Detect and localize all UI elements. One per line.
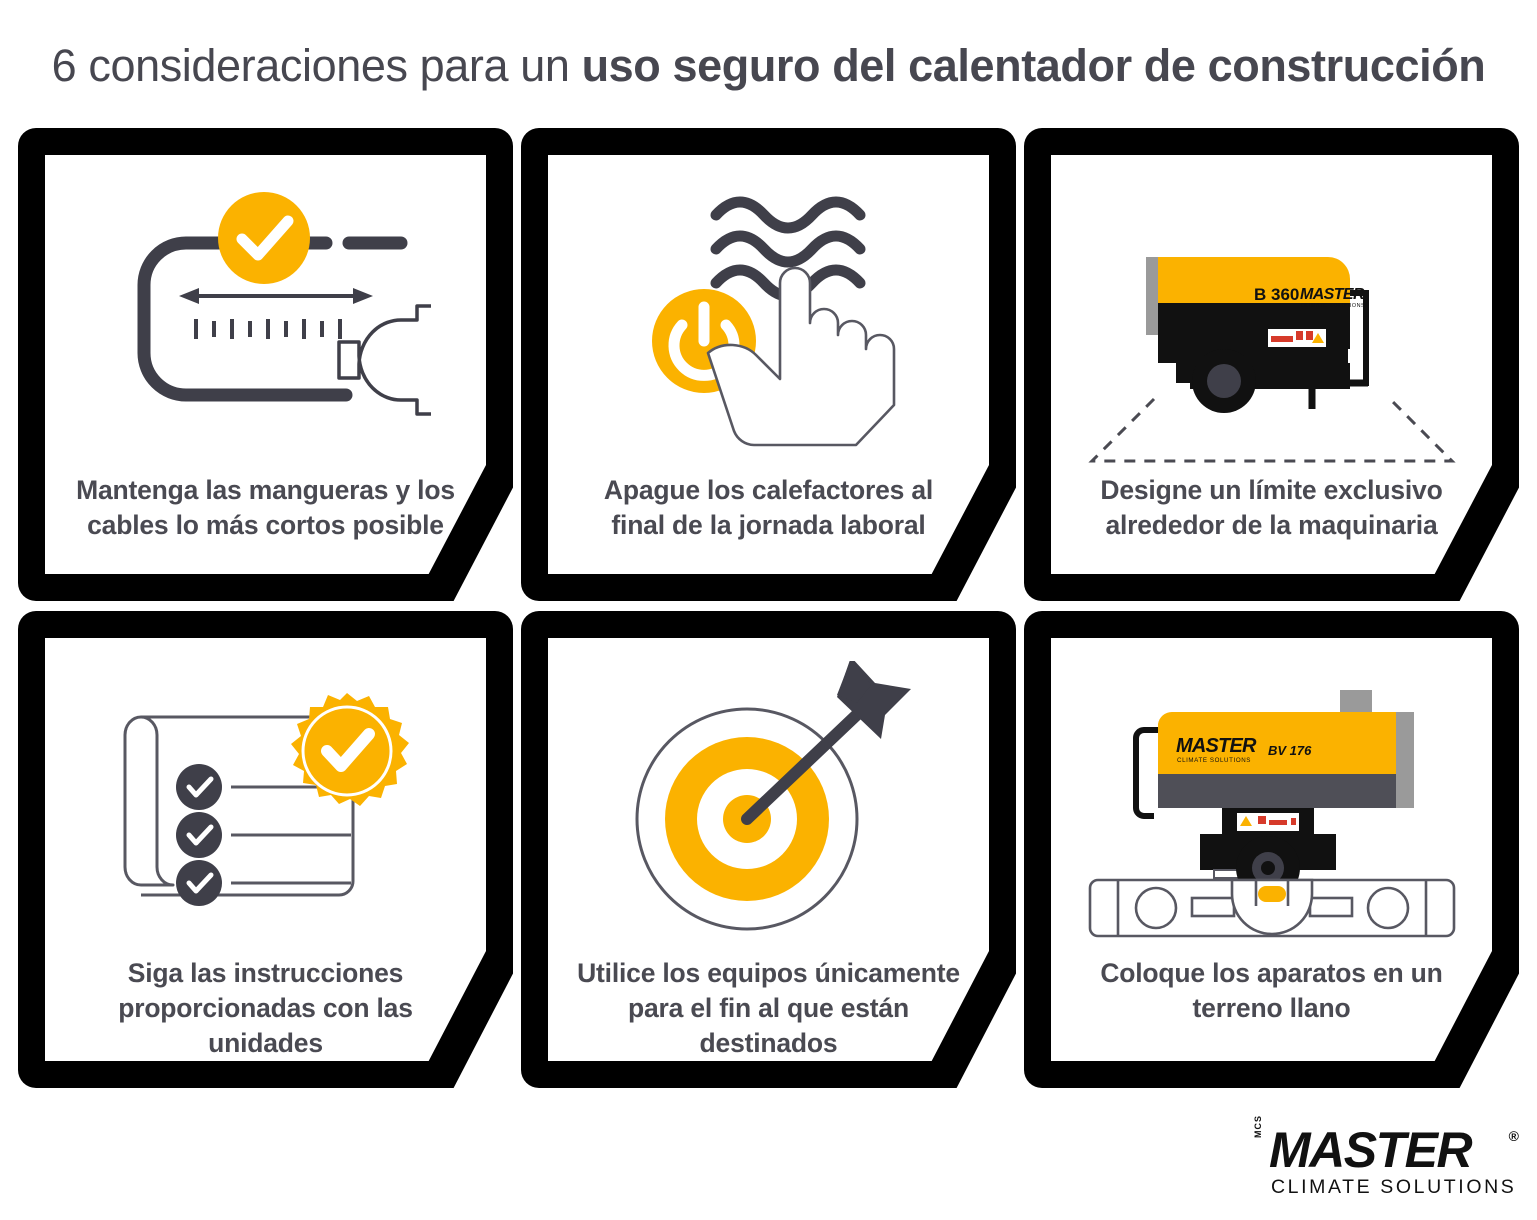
- card-caption: Utilice los equipos únicamente para el f…: [577, 958, 960, 1058]
- instruction-checklist-document-icon: [45, 638, 486, 956]
- starburst-check-seal: [290, 693, 409, 806]
- page-title-bold: uso seguro del calentador de construcció…: [581, 40, 1486, 91]
- heater-brand-mark: MASTER CLIMATE SOLUTIONS: [1300, 286, 1366, 309]
- card-caption: Apague los calefactores al final de la j…: [603, 475, 934, 540]
- card-inner: Siga las instrucciones proporcionadas co…: [45, 638, 486, 1061]
- card-inner: Utilice los equipos únicamente para el f…: [548, 638, 989, 1061]
- master-climate-solutions-logo: MCS MASTER ® CLIMATE SOLUTIONS: [1249, 1115, 1519, 1202]
- card-turn-off-heaters: Apague los calefactores al final de la j…: [521, 128, 1016, 601]
- control-panel: [1234, 811, 1301, 833]
- svg-text:MASTER: MASTER: [1176, 735, 1257, 757]
- corner-wedge: [1467, 1032, 1513, 1088]
- logo-prefix: MCS: [1253, 1115, 1263, 1138]
- card-caption: Coloque los aparatos en un terreno llano: [1100, 958, 1443, 1023]
- spirit-level: [1088, 878, 1455, 938]
- card-caption: Siga las instrucciones proporcionadas co…: [118, 958, 413, 1058]
- corner-wedge: [1467, 545, 1513, 601]
- card-keep-cables-short: Mantenga las mangueras y los cables lo m…: [18, 128, 513, 601]
- svg-text:CLIMATE SOLUTIONS: CLIMATE SOLUTIONS: [1177, 757, 1251, 764]
- corner-wedge: [964, 1032, 1010, 1088]
- registered-mark-icon: ®: [1508, 1128, 1519, 1144]
- heater-brand-mark: MASTER CLIMATE SOLUTIONS: [1176, 735, 1258, 764]
- card-inner: B 360 MASTER CLIMATE SOLUTIONS: [1051, 155, 1492, 574]
- svg-text:MASTER: MASTER: [1300, 286, 1365, 303]
- target-with-arrow-icon: [548, 638, 989, 956]
- corner-wedge: [461, 1032, 507, 1088]
- heater-on-spirit-level-icon: MASTER CLIMATE SOLUTIONS BV 176: [1051, 638, 1492, 956]
- heater-with-safety-perimeter-icon: B 360 MASTER CLIMATE SOLUTIONS: [1051, 155, 1492, 473]
- level-bubble: [1257, 886, 1286, 902]
- corner-wedge: [461, 545, 507, 601]
- card-use-as-intended: Utilice los equipos únicamente para el f…: [521, 611, 1016, 1088]
- card-inner: Apague los calefactores al final de la j…: [548, 155, 989, 574]
- cards-grid: Mantenga las mangueras y los cables lo m…: [18, 128, 1519, 1088]
- hand-pressing-power-button-icon: [548, 155, 989, 473]
- heater-model-label: B 360: [1254, 285, 1299, 304]
- svg-text:CLIMATE SOLUTIONS: CLIMATE SOLUTIONS: [1301, 303, 1365, 309]
- check-circle-badge: [217, 192, 310, 284]
- corner-wedge: [964, 545, 1010, 601]
- heater-model-label: BV 176: [1268, 743, 1312, 758]
- control-panel: [1263, 325, 1330, 351]
- card-follow-instructions: Siga las instrucciones proporcionadas co…: [18, 611, 513, 1088]
- card-designate-perimeter: B 360 MASTER CLIMATE SOLUTIONS: [1024, 128, 1519, 601]
- page-title: 6 consideraciones para un uso seguro del…: [0, 38, 1537, 94]
- page-title-light: 6 consideraciones para un: [51, 40, 582, 91]
- power-cord-plug-icon: [45, 155, 486, 473]
- card-inner: MASTER CLIMATE SOLUTIONS BV 176: [1051, 638, 1492, 1061]
- card-place-on-level-ground: MASTER CLIMATE SOLUTIONS BV 176: [1024, 611, 1519, 1088]
- card-inner: Mantenga las mangueras y los cables lo m…: [45, 155, 486, 574]
- card-caption: Designe un límite exclusivo alrededor de…: [1100, 475, 1443, 540]
- logo-wordmark: MASTER: [1269, 1122, 1473, 1178]
- card-caption: Mantenga las mangueras y los cables lo m…: [76, 475, 455, 540]
- logo-tagline: CLIMATE SOLUTIONS: [1271, 1176, 1517, 1198]
